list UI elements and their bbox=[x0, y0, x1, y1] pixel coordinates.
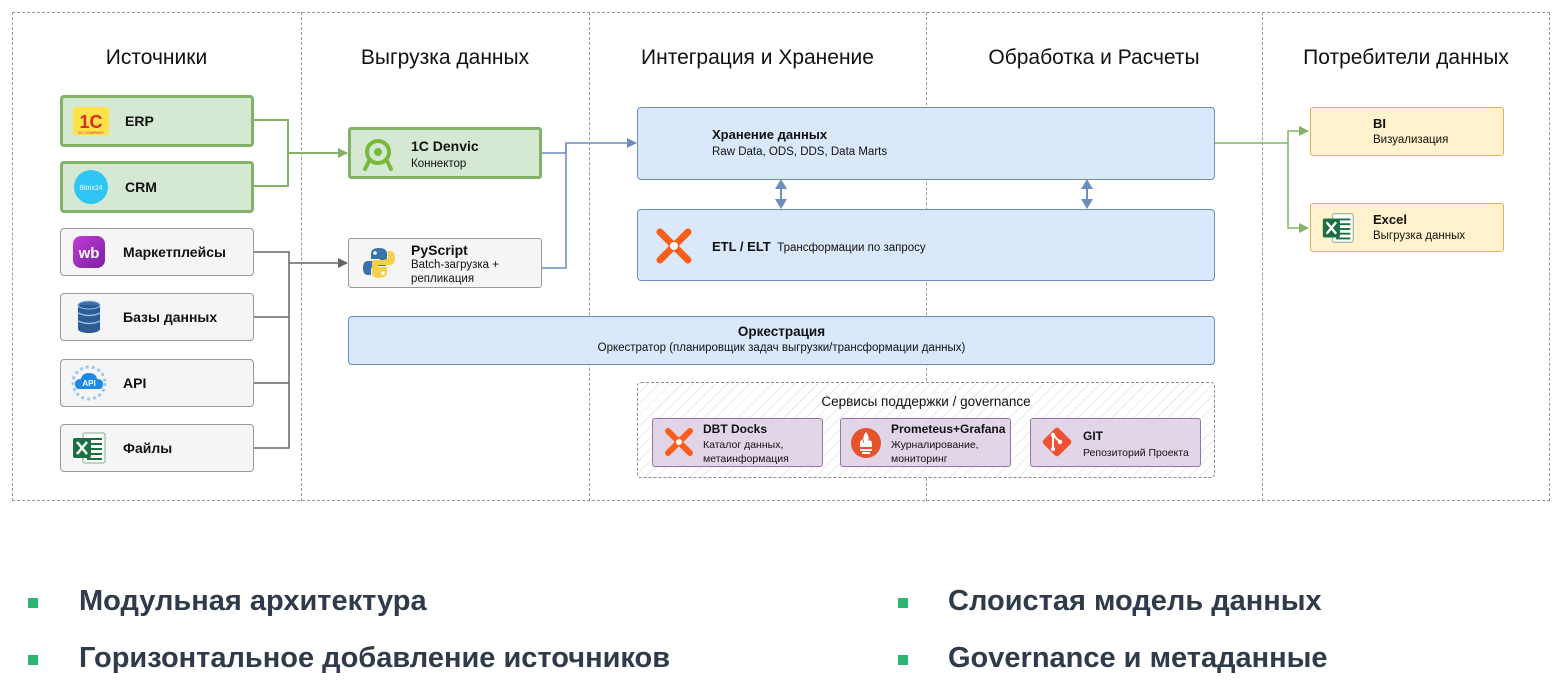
source-label: Файлы bbox=[123, 440, 173, 456]
database-icon bbox=[69, 297, 109, 337]
source-label: Маркетплейсы bbox=[123, 244, 226, 260]
excel-icon bbox=[69, 428, 109, 468]
gov-item-title: DBT Docks bbox=[703, 422, 768, 436]
bullet-marker bbox=[28, 598, 38, 608]
sources-bus bbox=[254, 251, 290, 449]
consumer-title: Excel bbox=[1373, 212, 1407, 227]
orchestration[interactable]: Оркестрация Оркестратор (планировщик зад… bbox=[348, 316, 1215, 365]
etl-elt[interactable]: ETL / ELT Трансформации по запросу bbox=[637, 209, 1215, 281]
source-databases[interactable]: Базы данных bbox=[60, 293, 254, 341]
source-files[interactable]: Файлы bbox=[60, 424, 254, 472]
api-cloud-icon: API bbox=[69, 363, 109, 403]
prometheus-icon bbox=[849, 426, 883, 460]
crm-connector bbox=[254, 153, 289, 187]
diagram-frame bbox=[12, 12, 1550, 501]
source-label: CRM bbox=[125, 179, 157, 195]
bullet-marker bbox=[898, 598, 908, 608]
bullet-text: Горизонтальное добавление источников bbox=[79, 642, 671, 674]
storage-to-excel bbox=[1287, 143, 1309, 233]
source-marketplaces[interactable]: wb Маркетплейсы bbox=[60, 228, 254, 276]
gov-item-line: Каталог данных, bbox=[703, 439, 784, 451]
consumer-title: BI bbox=[1373, 116, 1386, 131]
python-icon bbox=[361, 245, 397, 281]
bullet-text: Governance и метаданные bbox=[948, 642, 1328, 674]
pyscript-subtitle: репликация bbox=[411, 273, 475, 285]
source-label: ERP bbox=[125, 113, 154, 129]
column-heading-sources: Источники bbox=[105, 46, 208, 69]
bullet-marker bbox=[28, 655, 38, 665]
consumer-subtitle: Выгрузка данных bbox=[1373, 230, 1466, 242]
etl-subtitle: Трансформации по запросу bbox=[777, 242, 926, 254]
svg-text:API: API bbox=[82, 379, 95, 388]
column-separator bbox=[589, 12, 590, 501]
column-heading-integration: Интеграция и Хранение bbox=[641, 46, 874, 69]
denvic-icon bbox=[361, 137, 395, 171]
1c-logo-icon: 1C 1C COMPANY bbox=[71, 101, 111, 141]
bullet-text: Модульная архитектура bbox=[79, 585, 427, 617]
erp-connector bbox=[254, 119, 289, 153]
source-label: Базы данных bbox=[123, 309, 218, 325]
dagster-icon bbox=[654, 226, 694, 266]
storage-title: Хранение данных bbox=[712, 127, 828, 142]
governance-title: Сервисы поддержки / governance bbox=[821, 394, 1031, 409]
dbt-icon bbox=[663, 426, 695, 458]
storage-to-bi bbox=[1215, 126, 1309, 144]
pyscript-to-storage bbox=[542, 143, 567, 269]
column-separator bbox=[301, 12, 302, 501]
pyscript-loader[interactable]: PyScript Batch-загрузка + репликация bbox=[348, 238, 542, 288]
svg-text:wb: wb bbox=[78, 245, 100, 262]
source-crm[interactable]: Bitrix24 CRM bbox=[60, 161, 254, 213]
source-api[interactable]: API API bbox=[60, 359, 254, 407]
orchestration-subtitle: Оркестратор (планировщик задач выгрузки/… bbox=[597, 342, 966, 354]
gov-git[interactable]: GIT Репозиторий Проекта bbox=[1030, 418, 1201, 467]
svg-text:1C COMPANY: 1C COMPANY bbox=[78, 130, 104, 135]
data-storage[interactable]: Хранение данных Raw Data, ODS, DDS, Data… bbox=[637, 107, 1215, 180]
gov-item-title: Prometeus+Grafana bbox=[891, 422, 1006, 436]
wildberries-icon: wb bbox=[69, 232, 109, 272]
bullet-text: Слоистая модель данных bbox=[948, 585, 1322, 617]
gov-item-line: Журналирование, bbox=[891, 439, 979, 451]
denvic-to-storage bbox=[542, 138, 637, 154]
denvic-subtitle: Коннектор bbox=[411, 158, 467, 170]
source-erp[interactable]: 1C 1C COMPANY ERP bbox=[60, 95, 254, 147]
bitrix24-icon: Bitrix24 bbox=[71, 167, 111, 207]
etl-title: ETL / ELT bbox=[712, 239, 771, 254]
bullet-marker bbox=[898, 655, 908, 665]
excel-icon bbox=[1319, 209, 1357, 247]
pyscript-title: PyScript bbox=[411, 242, 468, 258]
column-heading-consumers: Потребители данных bbox=[1303, 46, 1509, 69]
storage-subtitle: Raw Data, ODS, DDS, Data Marts bbox=[712, 146, 888, 158]
column-heading-extract: Выгрузка данных bbox=[360, 46, 530, 69]
orchestration-title: Оркестрация bbox=[737, 324, 826, 339]
gov-item-line: Репозиторий Проекта bbox=[1083, 447, 1189, 459]
consumer-subtitle: Визуализация bbox=[1373, 134, 1449, 146]
denvic-title: 1C Denvic bbox=[411, 138, 479, 154]
consumer-bi[interactable]: BI Визуализация bbox=[1310, 107, 1504, 156]
svg-text:Bitrix24: Bitrix24 bbox=[79, 185, 102, 192]
consumer-excel[interactable]: Excel Выгрузка данных bbox=[1310, 203, 1504, 252]
gov-item-title: GIT bbox=[1083, 429, 1103, 443]
gov-dbt-docs[interactable]: DBT Docks Каталог данных, метаинформация bbox=[652, 418, 823, 467]
gov-item-line: метаинформация bbox=[703, 453, 789, 465]
git-icon bbox=[1039, 424, 1075, 460]
source-label: API bbox=[123, 375, 147, 391]
svg-text:1C: 1C bbox=[79, 112, 102, 132]
column-separator bbox=[1262, 12, 1263, 501]
gov-prometheus-grafana[interactable]: Prometeus+Grafana Журналирование, монито… bbox=[840, 418, 1011, 467]
gov-item-line: мониторинг bbox=[891, 453, 948, 465]
pyscript-subtitle: Batch-загрузка + bbox=[411, 259, 499, 271]
denvic-connector[interactable]: 1C Denvic Коннектор bbox=[348, 127, 542, 179]
column-heading-processing: Обработка и Расчеты bbox=[988, 46, 1200, 69]
